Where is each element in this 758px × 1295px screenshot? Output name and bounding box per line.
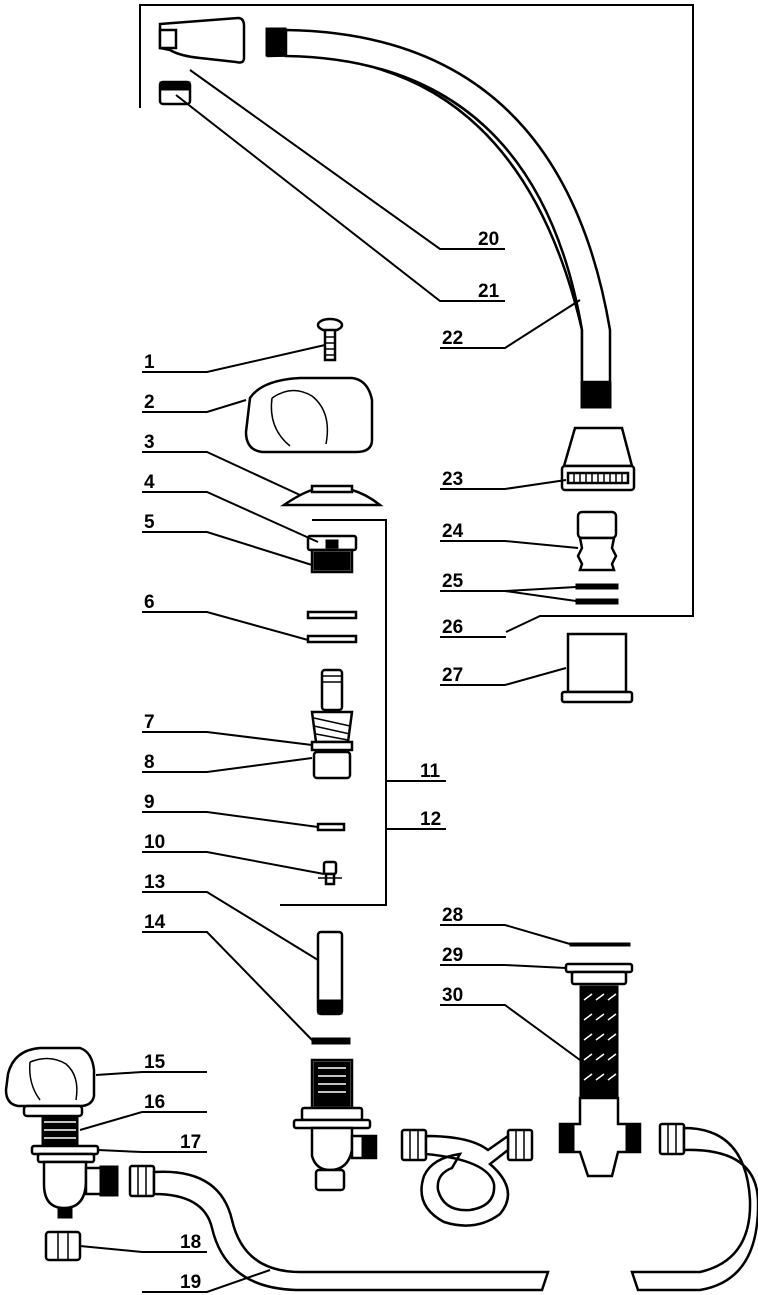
- label-part-26: 26: [442, 617, 463, 638]
- label-part-12: 12: [420, 809, 441, 830]
- leader-lines: [79, 69, 581, 1293]
- label-part-1: 1: [144, 352, 155, 373]
- part-21-aerator: [158, 80, 192, 106]
- label-part-25: 25: [442, 571, 464, 592]
- label-part-29: 29: [442, 945, 463, 966]
- part-25-o-rings: [575, 583, 619, 605]
- part-16-stem-thread: [41, 1115, 79, 1147]
- label-part-6: 6: [144, 592, 155, 613]
- part-22-spout-tube: [265, 27, 612, 409]
- label-part-7: 7: [144, 712, 155, 733]
- label-part-2: 2: [144, 392, 155, 413]
- label-part-11: 11: [420, 761, 441, 782]
- part-7-8-cartridge: [310, 668, 354, 780]
- label-part-27: 27: [442, 665, 463, 686]
- label-part-23: 23: [442, 469, 463, 490]
- label-part-18: 18: [180, 1232, 201, 1253]
- coiled-hose: [400, 1128, 534, 1227]
- part-9-seat-washer: [316, 822, 346, 832]
- label-part-3: 3: [144, 432, 155, 453]
- part-number-labels: 1 2 3 4 5 6 7 8 9 10 11 12 13 14 15 16 1…: [144, 229, 500, 1293]
- part-6-washers: [306, 610, 358, 644]
- label-part-28: 28: [442, 905, 463, 926]
- part-14-o-ring: [311, 1037, 351, 1045]
- part-2-handle: [244, 376, 374, 454]
- label-part-17: 17: [180, 1132, 201, 1153]
- part-10-screw: [318, 860, 342, 886]
- label-part-4: 4: [144, 472, 155, 493]
- label-part-9: 9: [144, 792, 155, 813]
- label-part-21: 21: [478, 281, 500, 302]
- part-27-base-sleeve: [560, 632, 634, 704]
- label-part-5: 5: [144, 512, 155, 533]
- part-30-threaded-shank: [579, 985, 619, 1099]
- part-17-flange: [30, 1144, 100, 1164]
- part-13-riser: [316, 930, 344, 1016]
- cartridge-kit-bracket: [280, 519, 387, 906]
- label-part-16: 16: [144, 1092, 165, 1113]
- label-part-8: 8: [144, 752, 155, 773]
- part-18-coupling-nut: [44, 1230, 82, 1262]
- part-19-hose: [128, 1164, 550, 1292]
- label-part-13: 13: [144, 872, 165, 893]
- part-24-adapter: [576, 510, 618, 572]
- tee-body: [558, 1096, 642, 1178]
- label-part-30: 30: [442, 985, 463, 1006]
- label-part-14: 14: [144, 912, 166, 933]
- label-part-10: 10: [144, 832, 165, 853]
- part-15-handle: [4, 1046, 96, 1118]
- part-20-spout-end: [158, 16, 246, 64]
- label-part-22: 22: [442, 328, 463, 349]
- label-part-24: 24: [442, 521, 464, 542]
- left-valve-body: [42, 1160, 119, 1219]
- right-hose: [630, 1122, 758, 1292]
- part-1-screw: [316, 317, 344, 362]
- spout-kit-bracket: [139, 4, 694, 633]
- part-4-5-bonnet: [306, 534, 358, 574]
- label-part-20: 20: [478, 229, 499, 250]
- center-valve-body: [292, 1058, 378, 1192]
- label-part-15: 15: [144, 1052, 166, 1073]
- label-part-19: 19: [180, 1272, 201, 1293]
- part-29-locknut: [564, 962, 634, 986]
- part-3-escutcheon: [279, 484, 384, 507]
- part-23-spout-nut: [560, 426, 636, 492]
- part-28-gasket: [569, 942, 631, 947]
